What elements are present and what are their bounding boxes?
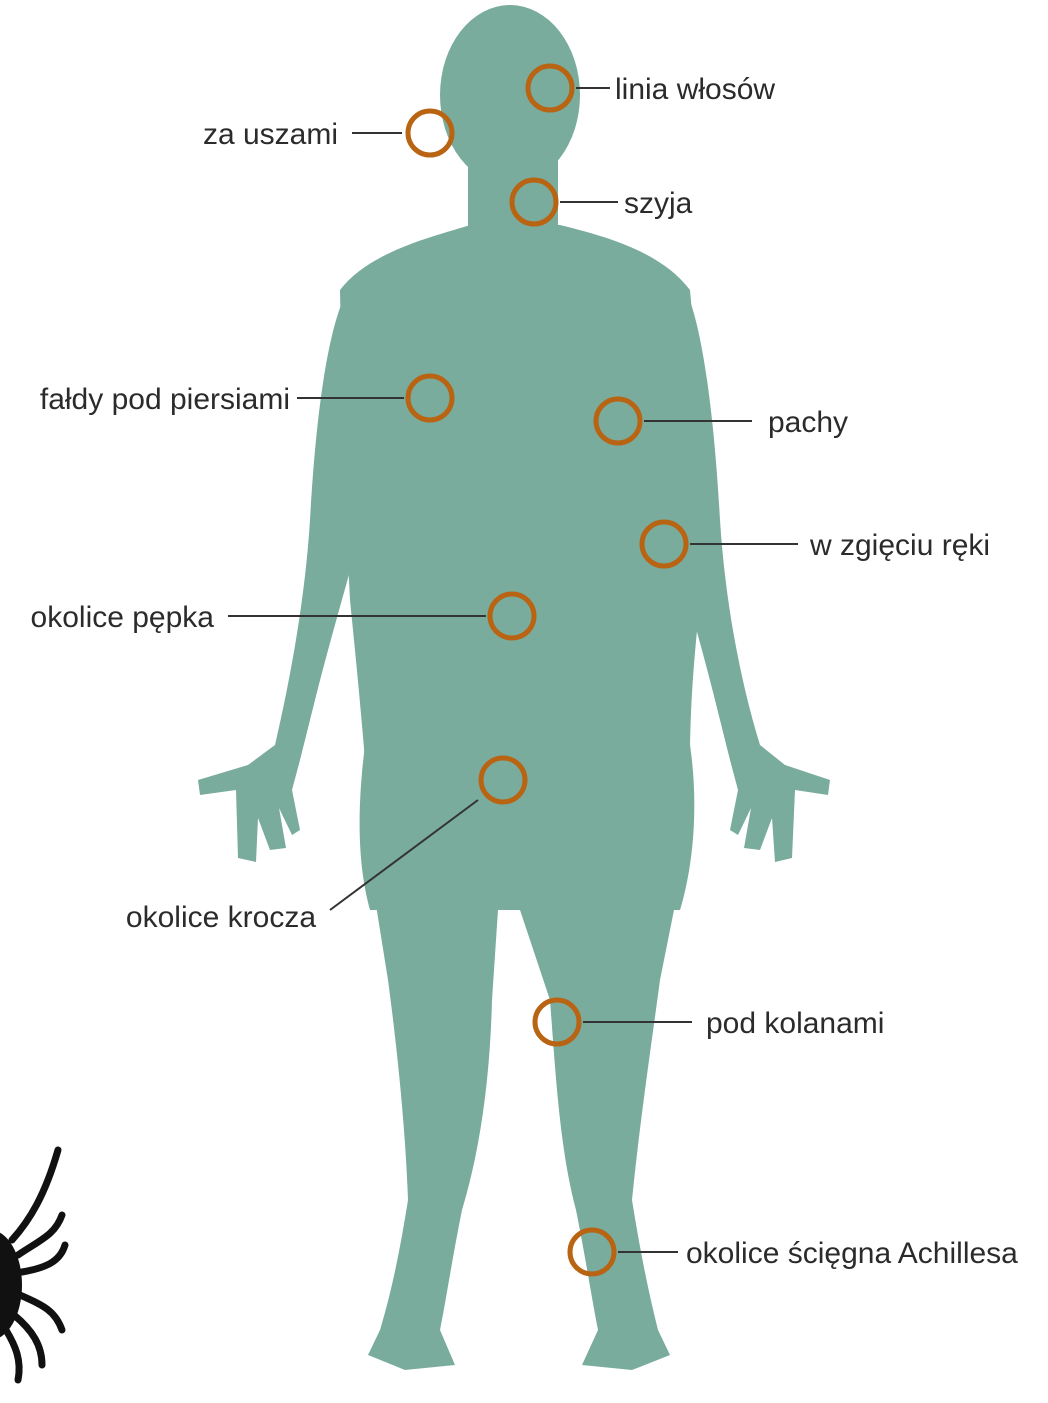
label-hairline: linia włosów	[615, 73, 775, 106]
label-under-breasts: fałdy pod piersiami	[40, 383, 290, 416]
circle-ring-icon	[408, 111, 452, 155]
label-behind-knees: pod kolanami	[706, 1007, 884, 1040]
label-behind-ears: za uszami	[203, 118, 338, 151]
label-elbow-bend: w zgięciu ręki	[809, 529, 990, 562]
tick-icon	[0, 1150, 65, 1380]
label-navel: okolice pępka	[31, 601, 215, 634]
label-achilles: okolice ścięgna Achillesa	[686, 1237, 1018, 1270]
label-neck: szyja	[624, 187, 693, 220]
label-groin: okolice krocza	[126, 901, 316, 934]
marker-behind-ears: za uszami	[203, 111, 452, 155]
label-armpits: pachy	[768, 406, 848, 439]
